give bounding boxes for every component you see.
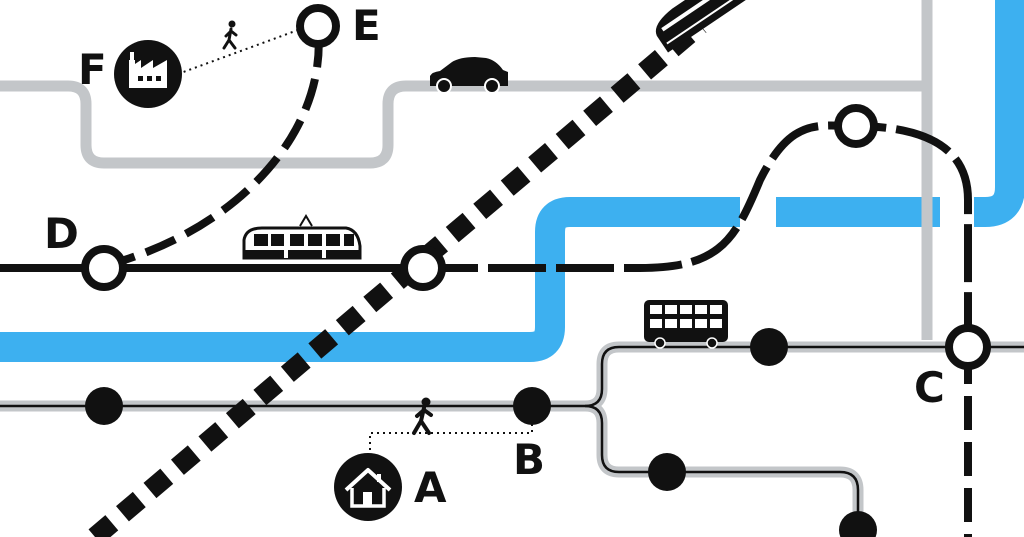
station-e — [296, 4, 340, 48]
line-main-east — [420, 121, 972, 340]
walk-path-a-b — [369, 408, 533, 462]
pedestrian-icon — [412, 397, 433, 435]
line-d-e — [102, 27, 323, 270]
station-central — [400, 245, 446, 291]
walk-path-f-e — [177, 29, 299, 75]
stop — [750, 328, 788, 366]
line-high-speed — [88, 17, 707, 537]
pedestrian-icon — [222, 20, 238, 50]
station-d — [81, 245, 127, 291]
car-icon — [430, 57, 508, 94]
stations — [81, 4, 991, 537]
label-f: F — [78, 45, 107, 94]
tram-icon — [242, 214, 362, 260]
high-speed-train-icon — [655, 0, 766, 53]
house-icon — [334, 453, 402, 521]
factory-icon — [114, 40, 182, 108]
rail-tracks — [0, 345, 1024, 537]
label-e: E — [352, 1, 381, 50]
station-north-east — [834, 104, 878, 148]
label-c: C — [914, 363, 945, 412]
stop — [85, 387, 123, 425]
stop — [839, 511, 877, 537]
river-segment — [970, 0, 1024, 227]
river — [0, 0, 1024, 362]
stop — [648, 453, 686, 491]
river-segment — [0, 197, 740, 362]
road-north — [0, 80, 930, 169]
transit-lines — [0, 17, 972, 537]
label-b: B — [513, 435, 545, 484]
stop-b — [513, 387, 551, 425]
label-d: D — [44, 209, 79, 258]
label-a: A — [414, 463, 447, 512]
track-south-east — [0, 345, 1024, 408]
track-south — [584, 404, 860, 537]
station-c — [945, 324, 991, 370]
bus-icon — [644, 300, 728, 349]
